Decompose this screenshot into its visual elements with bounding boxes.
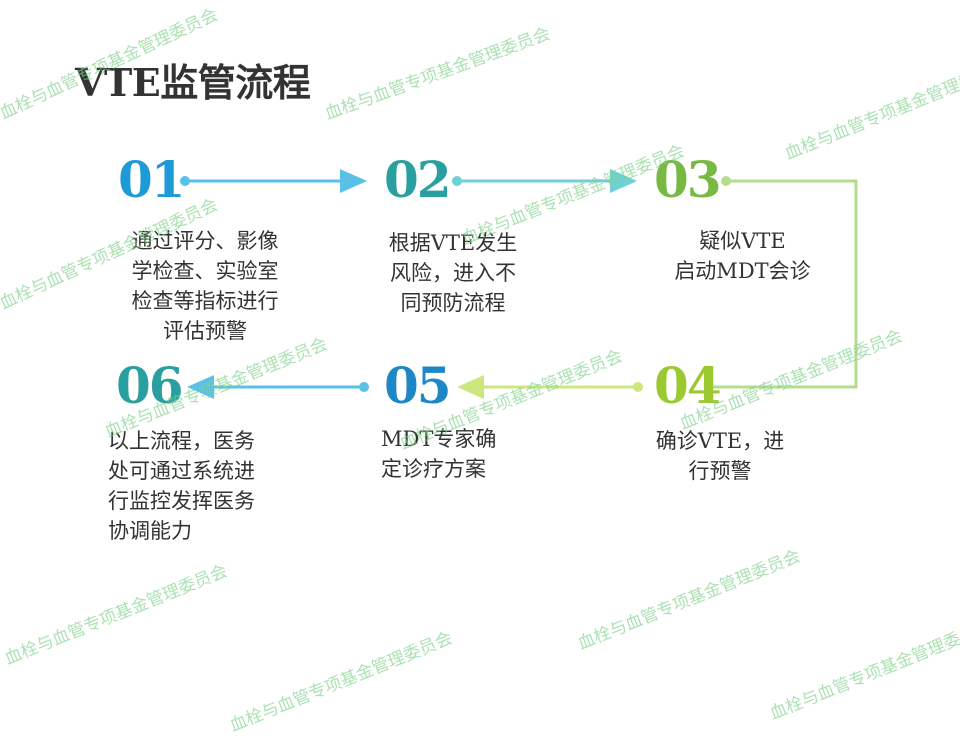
- arrow-05-to-06: [187, 375, 369, 399]
- step-desc-01: 通过评分、影像 学检查、实验室 检查等指标进行 评估预警: [110, 226, 300, 346]
- step-02-line-2: 风险，进入不: [390, 261, 516, 285]
- step-06-line-1: 以上流程，医务: [108, 429, 255, 453]
- step-desc-02: 根据VTE发生 风险，进入不 同预防流程: [368, 228, 538, 318]
- step-06-line-4: 协调能力: [108, 519, 192, 543]
- step-02-line-1: 根据VTE发生: [388, 231, 518, 255]
- step-number-01: 01: [118, 150, 186, 209]
- step-03-line-1: 疑似VTE: [699, 229, 786, 253]
- page-title: VTE监管流程: [75, 60, 311, 105]
- step-number-03: 03: [654, 150, 722, 209]
- step-desc-04: 确诊VTE，进 行预警: [635, 426, 805, 486]
- step-number-02: 02: [384, 150, 452, 209]
- step-01-line-3: 检查等指标进行: [131, 289, 279, 313]
- step-number-05: 05: [384, 356, 452, 415]
- arrow-01-to-02: [180, 169, 367, 193]
- step-05-line-1: MDT专家确: [381, 427, 497, 451]
- arrow-02-to-03: [452, 169, 637, 193]
- step-05-line-2: 定诊疗方案: [381, 457, 486, 481]
- step-04-line-2: 行预警: [688, 459, 752, 483]
- step-desc-03: 疑似VTE 启动MDT会诊: [655, 226, 830, 286]
- step-06-line-3: 行监控发挥医务: [108, 489, 255, 513]
- step-02-line-3: 同预防流程: [400, 291, 506, 315]
- step-01-line-1: 通过评分、影像: [131, 229, 279, 253]
- step-number-04: 04: [654, 356, 722, 415]
- arrow-04-to-05: [457, 375, 643, 399]
- step-03-line-2: 启动MDT会诊: [674, 259, 811, 283]
- step-01-line-2: 学检查、实验室: [131, 259, 279, 283]
- step-desc-05: MDT专家确 定诊疗方案: [381, 424, 531, 484]
- flow-arrows: [180, 169, 858, 399]
- step-number-06: 06: [116, 356, 184, 415]
- step-06-line-2: 处可通过系统进: [108, 459, 255, 483]
- step-04-line-1: 确诊VTE，进: [655, 429, 785, 453]
- connector-03-to-04: [712, 176, 858, 389]
- step-desc-06: 以上流程，医务 处可通过系统进 行监控发挥医务 协调能力: [108, 426, 298, 546]
- step-01-line-4: 评估预警: [163, 319, 247, 343]
